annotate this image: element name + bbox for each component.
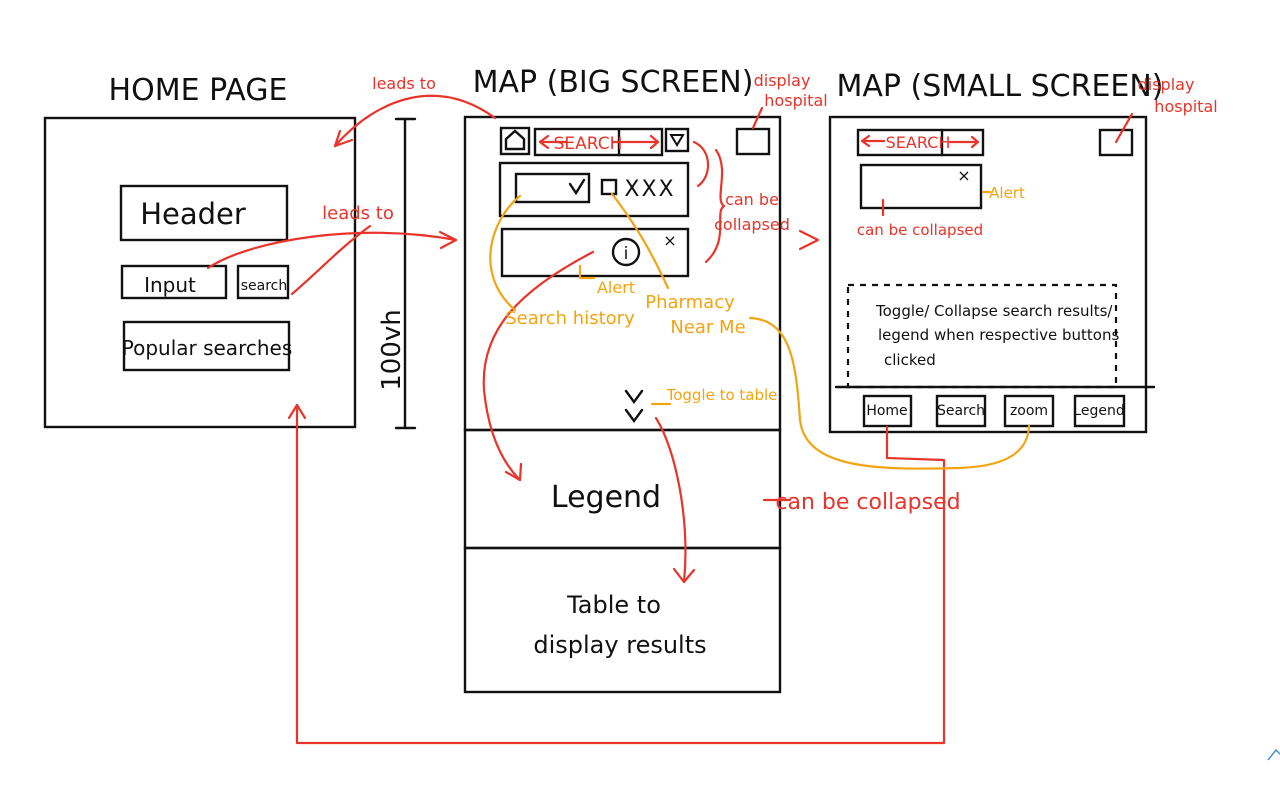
height-indicator: 100vh: [377, 117, 417, 430]
chevron-down-icon: [669, 134, 685, 147]
display-hospital-big-2: hospital: [764, 91, 827, 110]
search-history-label: Search history: [505, 308, 635, 329]
arrow-leads-to-home: [333, 94, 497, 148]
home-input-box[interactable]: [120, 264, 228, 300]
corner-mark: [1267, 748, 1280, 761]
info-icon: [611, 237, 641, 267]
home-search-button[interactable]: [236, 264, 290, 300]
small-search-label: SEARCH: [886, 133, 951, 152]
red-annotations: leads to leads to display hospital displ…: [206, 71, 1218, 745]
small-legend-button[interactable]: [1073, 394, 1126, 428]
arrow-home-loop: [295, 403, 946, 745]
toggle-to-table-label: Toggle to table: [666, 386, 778, 404]
small-search-button[interactable]: [935, 394, 987, 428]
checkmark-icon: [568, 178, 586, 196]
small-search-btn-label: Search: [937, 403, 985, 419]
small-hospital-box[interactable]: [1098, 128, 1134, 157]
big-home-button[interactable]: [499, 126, 531, 156]
big-filter-panel: [498, 161, 690, 218]
arrow-leads-to-map: [206, 231, 458, 270]
big-history-dropdown[interactable]: [514, 172, 591, 204]
can-be-label: can be: [725, 190, 779, 209]
home-popular-label: Popular searches: [122, 336, 293, 360]
small-home-button[interactable]: [862, 394, 913, 428]
orange-annotations: Alert Search history Pharmacy Near Me To…: [489, 184, 1031, 470]
big-title: MAP (BIG SCREEN): [473, 65, 754, 100]
pharmacy-label-2: Near Me: [670, 317, 745, 338]
can-be-collapsed-legend-label: can be collapsed: [775, 490, 960, 515]
small-close-icon[interactable]: ×: [957, 166, 970, 185]
big-alert-panel: [500, 227, 690, 278]
arrow-pharmacy-to-zoom: [748, 316, 1031, 470]
arrow-history-to-legend: [482, 250, 595, 482]
home-popular-box[interactable]: [122, 320, 291, 372]
home-input-label: Input: [144, 273, 196, 297]
info-glyph: i: [624, 244, 629, 264]
collapsed-label: collapsed: [714, 215, 790, 234]
alert-small-label: Alert: [989, 184, 1025, 202]
leads-to-label-1: leads to: [372, 74, 436, 93]
small-home-label: Home: [866, 403, 907, 419]
small-legend-label: Legend: [1073, 403, 1124, 419]
big-table-section: [463, 546, 782, 694]
map-small-screen: MAP (SMALL SCREEN) SEARCH × Toggle/ Coll…: [828, 69, 1164, 434]
big-hospital-box[interactable]: [735, 127, 771, 156]
close-icon[interactable]: ×: [663, 231, 676, 250]
big-search-bar[interactable]: [533, 127, 664, 157]
leads-to-label-2: leads to: [322, 203, 394, 224]
big-search-label: SEARCH: [554, 134, 623, 154]
display-hospital-small-1: display: [1138, 75, 1195, 94]
display-hospital-big-1: display: [754, 71, 811, 90]
small-alert-panel: [859, 163, 983, 210]
small-zoom-label: zoom: [1010, 403, 1048, 419]
home-header-box: [119, 184, 289, 242]
small-search-bar[interactable]: [856, 128, 985, 157]
map-big-screen: MAP (BIG SCREEN) SEARCH XXX i × Legend T…: [463, 65, 782, 694]
small-frame: [828, 115, 1148, 434]
home-icon: [504, 129, 526, 151]
home-search-label: search: [241, 278, 288, 294]
big-options-label: XXX: [624, 177, 675, 202]
big-dropdown-button[interactable]: [664, 127, 690, 153]
alert-big-label: Alert: [597, 278, 635, 297]
big-table-label-2: display results: [533, 631, 706, 659]
small-toggle-line-2: legend when respective buttons: [878, 326, 1119, 344]
home-title: HOME PAGE: [109, 73, 288, 108]
toggle-chevron-icon[interactable]: [624, 389, 644, 405]
arrow-toggle-to-table: [654, 416, 687, 584]
toggle-chevron-icon-2[interactable]: [624, 408, 644, 424]
pharmacy-label-1: Pharmacy: [645, 292, 735, 313]
small-toggle-line-1: Toggle/ Collapse search results/: [875, 302, 1113, 320]
big-pharmacy-checkbox[interactable]: [600, 178, 618, 196]
small-toggle-line-3: clicked: [884, 351, 936, 369]
home-page: HOME PAGE Header Input search Popular se…: [43, 73, 357, 429]
big-legend-label: Legend: [551, 480, 661, 515]
small-title: MAP (SMALL SCREEN): [836, 69, 1163, 104]
home-frame: [43, 116, 357, 429]
home-header-label: Header: [140, 197, 246, 231]
big-table-label-1: Table to: [566, 591, 661, 619]
can-be-collapsed-small-label: can be collapsed: [857, 221, 983, 239]
display-hospital-small-2: hospital: [1154, 97, 1217, 116]
height-label: 100vh: [377, 309, 407, 391]
